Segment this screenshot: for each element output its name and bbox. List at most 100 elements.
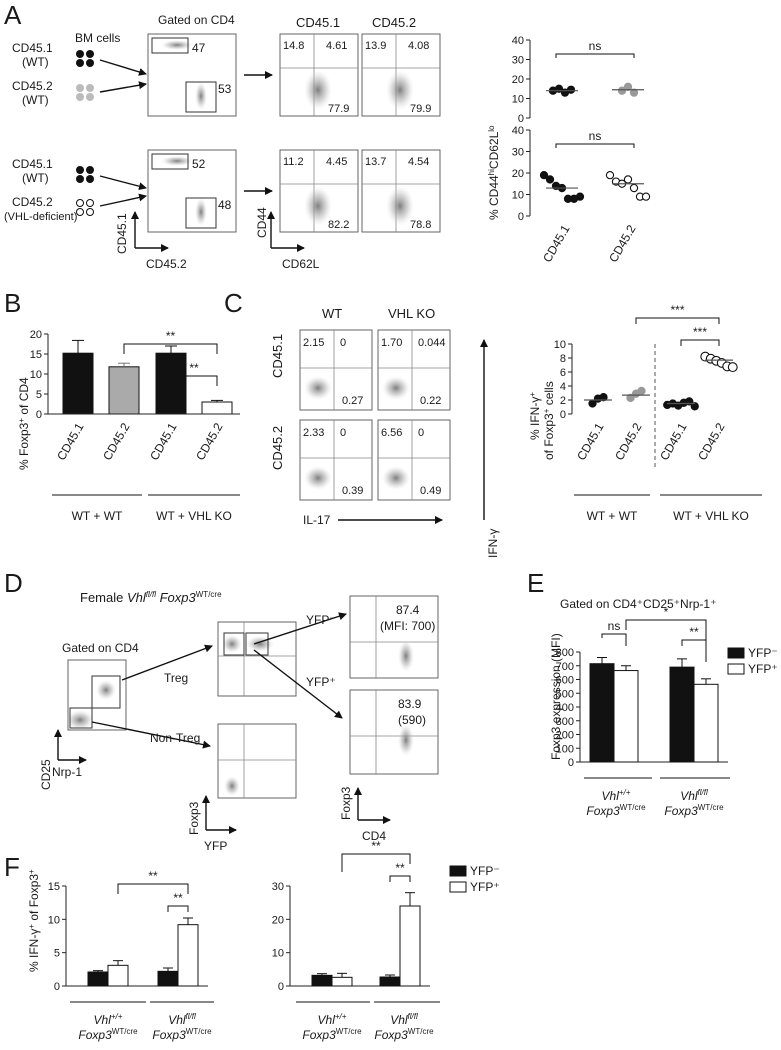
c-quad-cloud [382,376,410,400]
q-r1c1-ul: 14.8 [283,40,304,52]
panel-letter-a: A [4,0,22,30]
f-right-ytick-label: 10 [272,948,284,960]
e-ytick-label: 200 [556,730,574,742]
e-ytick-label: 600 [556,675,574,687]
f-legend-swatch-neg [449,865,467,877]
e-legend-pos: YFP⁺ [748,662,778,676]
a-top-ytick-label: 0 [518,113,524,125]
f-right-bar [331,976,353,987]
f-left-wt-geno-line2: Foxp3WT/cre [78,1027,138,1042]
c-quad-cloud [382,466,410,490]
e-ko-geno-line1: Vhlfl/fl [680,788,708,803]
row2-g2-sub: (VHL-deficient) [4,211,77,223]
c-quad-ur: 0.044 [418,337,446,349]
a-top-ytick-label: 10 [512,94,524,106]
c-quad-ul: 1.70 [381,337,402,349]
c-quad-lr: 0.27 [342,395,363,407]
c-outer-sig-bracket [635,317,720,324]
f-right-bar [379,976,401,987]
b-xlabel: CD45.1 [54,420,87,463]
arrow-r1b [99,81,147,93]
e-ytick-label: 500 [556,688,574,700]
quad-r1-cd451: 14.8 4.61 77.9 [279,33,359,117]
q-r1c1-ur: 4.61 [326,40,347,52]
q-r2c2-lr: 78.8 [410,219,431,231]
b-group-wtvhl: WT + VHL KO [156,509,232,523]
panel-letter-e: E [527,568,544,598]
d-mfi-pos: (590) [398,713,426,727]
e-star-sig-bracket [625,619,707,650]
a-bot-sig-label: ns [589,129,602,143]
gate-plot-row1: 47 53 [147,33,237,117]
d-ax-foxp3b: Foxp3 [339,786,353,820]
b-group-wtwt: WT + WT [72,509,123,523]
c-quad-cloud [304,466,332,490]
axis-cd44: CD44 [255,207,269,238]
e-ytick-label: 800 [556,647,574,659]
q-r2c1-ur: 4.45 [326,156,347,168]
b-ylabel: % Foxp3+ of CD4 [17,377,31,470]
c-quad-cloud [304,376,332,400]
c-xlabel: CD45.1 [574,420,607,463]
f-right-wt-geno-line1: Vhl+/+ [318,1012,347,1027]
q-r1c2-ul: 13.9 [365,40,386,52]
a-bot-ytick-label: 20 [512,168,524,180]
d-mfi-neg: (MFI: 700) [380,619,435,633]
d-ax-yfp: YFP [204,839,227,853]
c-ytick-label: 4 [560,381,566,393]
c-quad-ul: 2.33 [303,427,324,439]
d-yfp-pos: YFP⁺ [306,675,336,689]
axis-gating: CD45.1 CD45.2 [115,211,187,271]
c-outer-sig-label: *** [670,303,684,317]
b-inner-sig-label: ** [189,361,199,375]
c-ytick-label: 10 [554,339,566,351]
f-left-ko-geno-line2: Foxp3WT/cre [152,1027,212,1042]
q-r2c1-lr: 82.2 [328,219,349,231]
e-inner-sig-label: ** [689,625,699,639]
a-bot-ytick-label: 0 [518,211,524,223]
d-val-pos: 83.9 [398,697,422,711]
f-right-ytick-label: 20 [272,914,284,926]
f-right-outer-sig-bracket [341,853,411,872]
c-quad-ul: 6.56 [381,427,402,439]
c-ylabel-flow: IFN-γ [486,529,500,558]
a-bot-point [545,175,555,184]
a-bot-point [575,192,585,201]
c-quad-lr: 0.39 [342,485,363,497]
a-bot-point [605,170,615,180]
f-left-inner-sig-bracket [167,905,189,912]
e-legend-swatch-neg [727,647,745,659]
f-left-outer-sig-label: ** [148,869,158,883]
panel-letter-b: B [4,288,21,318]
f-right-bar [311,974,333,987]
gate-plot-row2: 52 48 [147,149,237,233]
b-ytick-label: 5 [36,389,42,401]
c-quad-ul: 2.15 [303,337,324,349]
c-inner-sig-bracket [680,339,720,346]
e-legend-swatch-pos [727,663,745,675]
a-bot-point [641,192,651,201]
panel-e-bar-chart: 0100200300400500600700800ns***Vhl+/+Foxp… [556,605,778,818]
c-quad-lr: 0.49 [420,485,441,497]
gate-r2-bot: 48 [218,198,232,212]
c-point [599,393,608,402]
c-xlabel: CD45.2 [612,420,645,463]
c-ylabel-2: of Foxp3+ cells [542,381,556,460]
f-right-ko-geno-line2: Foxp3WT/cre [374,1027,434,1042]
a-bot-ytick-label: 40 [512,125,524,137]
e-inner-sig-bracket [681,639,707,662]
c-ytick-label: 2 [560,395,566,407]
panel-a-flow: BM cells Gated on CD4 CD45.1 CD45.2 CD45… [4,13,441,271]
e-bar [669,666,695,763]
b-outer-sig-bracket [123,343,218,354]
panel-letter-f: F [4,852,20,882]
e-ns-sig-bracket [601,633,627,646]
panel-d-flow: Female Vhlfl/fl Foxp3WT/cre Gated on CD4… [39,590,439,853]
c-group-wtvhl: WT + VHL KO [673,509,749,523]
e-ytick-label: 0 [568,757,574,769]
q-r2c1-ul: 11.2 [283,156,304,168]
e-ytick-label: 400 [556,702,574,714]
b-bar [155,352,187,415]
gate-r2-top: 52 [192,157,206,171]
